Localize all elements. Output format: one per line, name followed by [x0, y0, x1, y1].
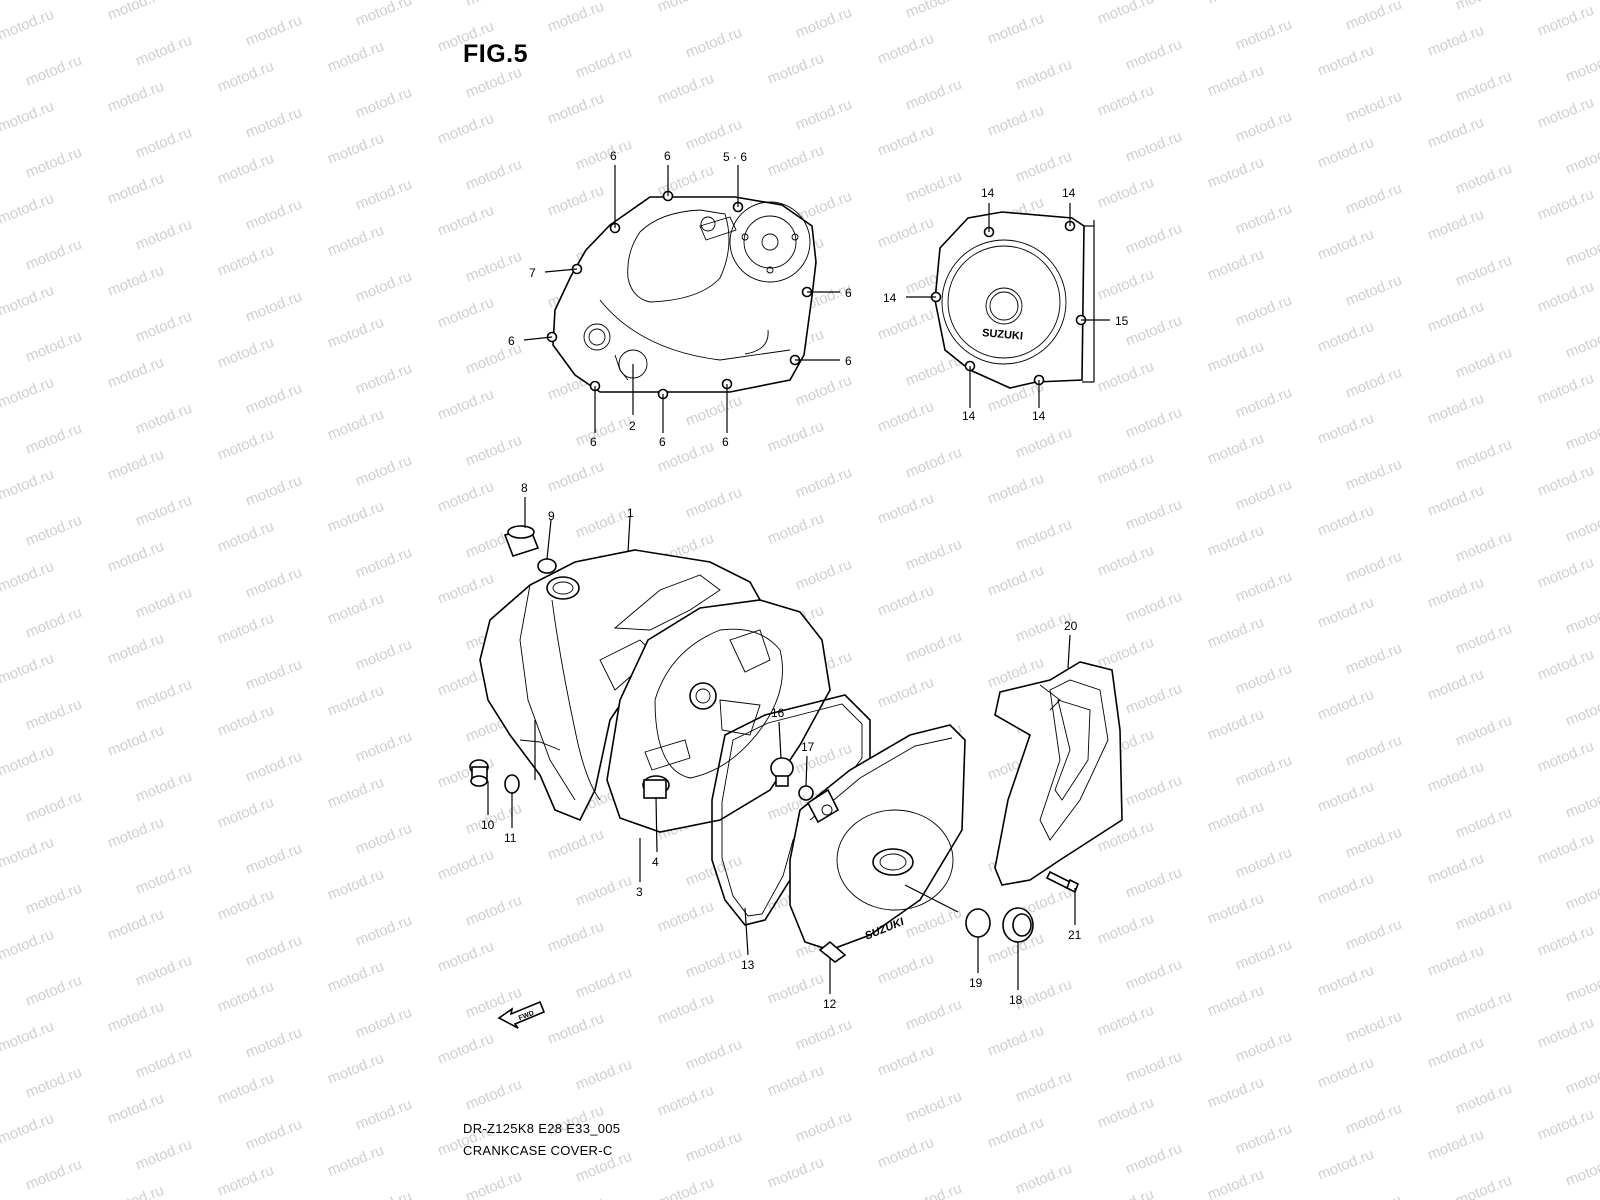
- fwd-arrow-icon: FWD: [497, 1000, 546, 1029]
- callout-13: 13: [741, 958, 755, 972]
- callout-6: 6: [590, 435, 597, 449]
- callout-14: 14: [981, 186, 995, 200]
- callout-1: 1: [627, 506, 634, 520]
- callout-14: 14: [883, 291, 897, 305]
- callout-16: 16: [771, 706, 785, 720]
- oil-filler-cap: [503, 525, 540, 557]
- callout-21: 21: [1068, 928, 1082, 942]
- callout-6: 6: [659, 435, 666, 449]
- callout-3: 3: [636, 885, 643, 899]
- figure-title: FIG.5: [463, 40, 529, 68]
- callout-9: 9: [548, 509, 555, 523]
- sprocket-cover: [994, 661, 1123, 886]
- o-ring-9: [537, 558, 557, 574]
- callout-6: 6: [845, 286, 852, 300]
- callout-14: 14: [1062, 186, 1076, 200]
- callout-6: 6: [664, 149, 671, 163]
- callout-11: 11: [504, 831, 517, 845]
- callout-7: 7: [529, 266, 536, 280]
- clutch-cover-outline-view: [546, 190, 817, 400]
- diagram-name: CRANKCASE COVER-C: [463, 1143, 613, 1158]
- callout-5-6: 5 · 6: [723, 150, 747, 164]
- callout-2: 2: [629, 419, 636, 433]
- callout-15: 15: [1115, 314, 1129, 328]
- callout-10: 10: [481, 818, 495, 832]
- callout-14: 14: [962, 409, 976, 423]
- callout-12: 12: [823, 997, 837, 1011]
- generator-cover-outline-view: SUZUKI: [930, 211, 1095, 389]
- callout-6: 6: [508, 334, 515, 348]
- drain-plug: [469, 759, 489, 787]
- callout-6: 6: [722, 435, 729, 449]
- generator-cover-logo: SUZUKI: [982, 327, 1024, 343]
- callout-6: 6: [610, 149, 617, 163]
- callout-labels: 6 6 5 · 6 7 6 6 6 2 6 6 6 14 14 14 15 14…: [481, 149, 1129, 1011]
- callout-18: 18: [1009, 993, 1023, 1007]
- callout-8: 8: [521, 481, 528, 495]
- bolt-21: [1045, 870, 1080, 894]
- magneto-cover: SUZUKI: [789, 724, 966, 963]
- callout-14: 14: [1032, 409, 1046, 423]
- model-code: DR-Z125K8 E28 E33_005: [463, 1121, 621, 1136]
- callout-19: 19: [969, 976, 983, 990]
- leader-lines: [487, 165, 1110, 994]
- callout-20: 20: [1064, 619, 1078, 633]
- o-ring-17: [798, 785, 814, 801]
- callout-4: 4: [652, 855, 659, 869]
- o-ring-19: [965, 908, 991, 938]
- plug-16: [770, 757, 794, 787]
- callout-17: 17: [801, 740, 815, 754]
- cap-18: [1002, 907, 1034, 943]
- gasket-washer-11: [504, 774, 520, 794]
- callout-6: 6: [845, 354, 852, 368]
